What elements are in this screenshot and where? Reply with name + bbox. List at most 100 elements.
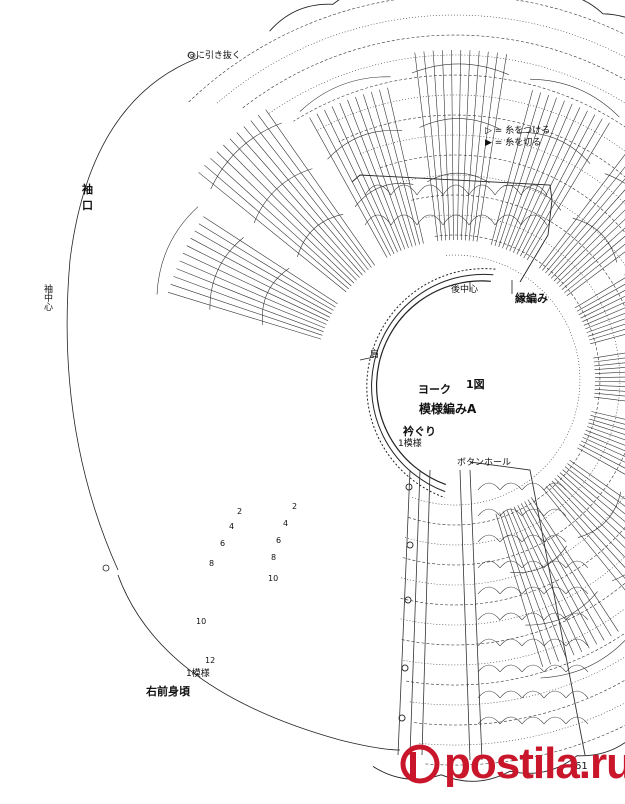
- fan-stitch: [317, 114, 391, 256]
- fan-stitch: [575, 226, 625, 308]
- scallop: [478, 587, 500, 594]
- fan-stitch: [199, 172, 347, 292]
- fan-stitch: [171, 284, 323, 335]
- fan-stitch: [554, 147, 625, 281]
- scallop: [500, 535, 522, 542]
- scallop: [566, 717, 588, 724]
- one-pattern-bottom: 1模様: [186, 670, 210, 679]
- scallop: [522, 691, 544, 698]
- fan-stitch: [581, 248, 625, 319]
- fan-stitch: [332, 106, 398, 252]
- neckline-label: 衿ぐり: [403, 426, 436, 437]
- pineapple-pattern: [157, 0, 625, 765]
- fan-stitch: [251, 121, 369, 270]
- fan-stitch: [577, 233, 625, 312]
- scallop: [500, 691, 522, 698]
- fan-stitch: [244, 127, 366, 273]
- front-panels: [398, 462, 588, 760]
- row-number: 12: [205, 657, 215, 665]
- one-pattern-top: 1模様: [398, 440, 422, 449]
- scallop: [417, 215, 443, 225]
- legend-attach: ▷ = 糸をつける: [485, 127, 550, 136]
- logo-icon: [400, 744, 440, 784]
- fan-stitch: [583, 437, 625, 503]
- pattern-row: [269, 55, 625, 705]
- fan-stitch: [204, 165, 348, 289]
- fan-stitch: [586, 430, 625, 487]
- figure-label: 1図: [466, 379, 485, 390]
- fan-stitch: [528, 500, 611, 637]
- fan-stitch: [348, 100, 405, 249]
- scallop: [522, 639, 544, 646]
- fan-stitch: [355, 97, 408, 248]
- scallop: [417, 185, 443, 195]
- pattern-label: 模様編みA: [419, 403, 476, 415]
- button-band: [460, 470, 482, 760]
- fan-stitch: [594, 393, 625, 411]
- scallop: [500, 613, 522, 620]
- fan-stitch: [551, 140, 625, 278]
- fan-stitch: [433, 51, 446, 241]
- fan-stitch: [442, 50, 449, 240]
- watermark-logo: postila.ru: [400, 742, 625, 786]
- buttonhole-label: ボタンホール: [457, 459, 511, 468]
- scallop: [478, 509, 500, 516]
- scallop: [540, 637, 625, 678]
- row-number: 10: [196, 618, 206, 626]
- fan-stitch: [563, 470, 625, 592]
- fan-stitch: [594, 397, 625, 420]
- row-number: 2: [237, 508, 242, 516]
- buttonhole-mark: [402, 665, 408, 671]
- fan-stitch: [525, 502, 605, 641]
- fan-stitch: [203, 217, 337, 304]
- front-dimension-arc: [118, 575, 400, 750]
- front-edge: [470, 462, 585, 755]
- fan-stitch: [546, 486, 625, 630]
- scallop: [443, 215, 469, 225]
- fan-stitch: [415, 53, 438, 242]
- row-number: 10: [268, 575, 278, 583]
- right-front-label: 右前身頃: [146, 686, 190, 697]
- button-band: [398, 470, 430, 755]
- edge-stitch-label: 縁編み: [515, 293, 548, 304]
- shoulder-label: 肩: [370, 351, 379, 360]
- row-number: 2: [292, 503, 297, 511]
- scallop: [478, 613, 500, 620]
- fan-stitch: [514, 507, 582, 652]
- sleeve-center-label: 袖中心: [42, 284, 51, 311]
- fan-stitch: [511, 509, 574, 656]
- fan-stitch: [579, 240, 625, 315]
- fan-stitch: [557, 476, 625, 606]
- legend-attach-text: = 糸をつける: [495, 126, 550, 136]
- fan-stitch: [457, 50, 460, 240]
- fan-stitch: [589, 419, 625, 464]
- scallop: [522, 665, 544, 672]
- scallop: [544, 691, 566, 698]
- fan-stitch: [591, 415, 625, 455]
- row-number: 8: [209, 560, 214, 568]
- watermark-text: postila.ru: [444, 742, 625, 786]
- fan-stitch: [195, 231, 334, 311]
- scallop: [478, 691, 500, 698]
- fan-stitch: [499, 95, 549, 247]
- scallop: [478, 717, 500, 724]
- cuff-label-2: 口: [82, 200, 93, 211]
- scallop: [478, 535, 500, 542]
- scallop: [544, 613, 566, 620]
- scallop: [478, 665, 500, 672]
- scallop: [495, 185, 521, 195]
- fan-stitch: [174, 276, 324, 331]
- row-number: 6: [220, 540, 225, 548]
- fan-stitch: [180, 261, 327, 325]
- scallop: [544, 717, 566, 724]
- fan-stitch: [595, 382, 625, 384]
- fan-stitch: [531, 497, 618, 631]
- fan-stitch: [582, 255, 625, 322]
- fan-stitch: [452, 50, 454, 240]
- fan-stitch: [266, 110, 375, 266]
- scallop: [522, 561, 544, 568]
- scallop: [544, 509, 566, 516]
- row-number: 4: [283, 520, 288, 528]
- scallop: [469, 215, 495, 225]
